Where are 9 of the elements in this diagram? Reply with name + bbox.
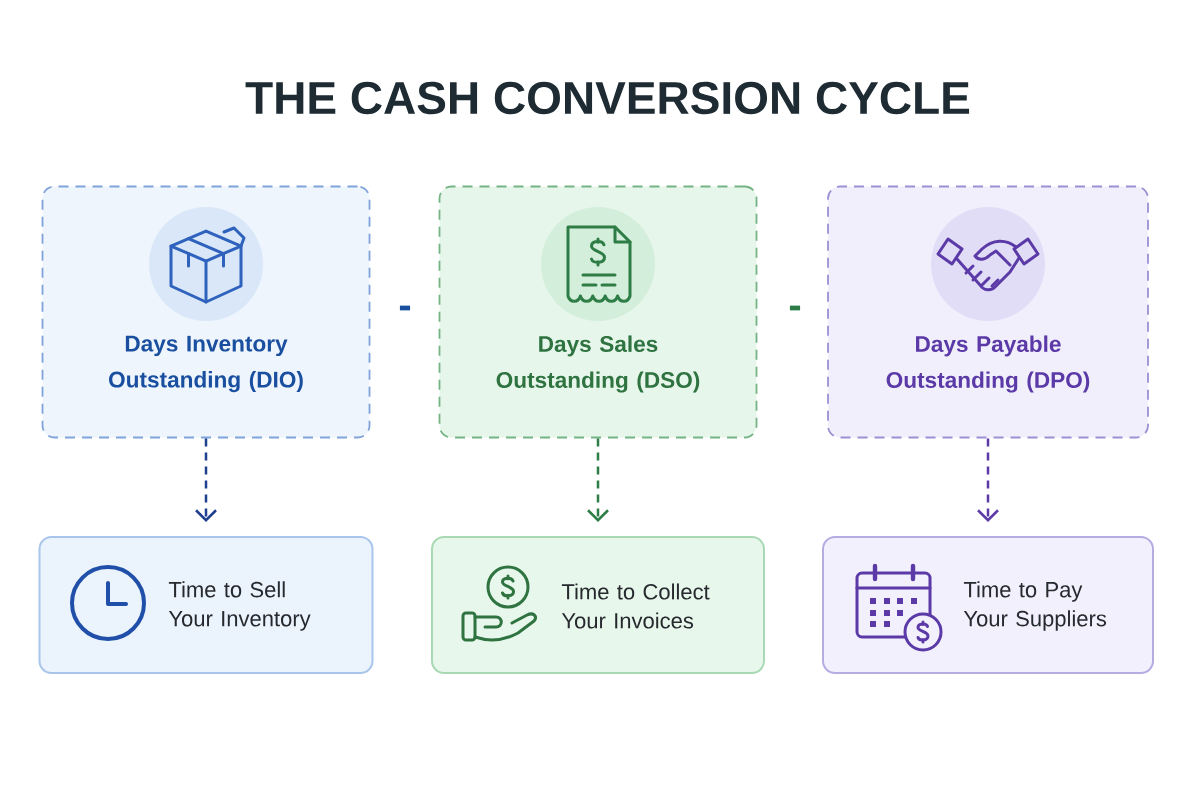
description-card: Time to Sell Your Inventory — [38, 536, 374, 674]
minus-sign: - — [399, 305, 411, 311]
arrow — [587, 438, 609, 522]
title: THE CASH CONVERSION CYCLE — [245, 81, 970, 115]
minus-sign: - — [789, 305, 801, 311]
description-card: Time to Collect Your Invoices — [431, 536, 765, 674]
arrow — [195, 438, 217, 522]
description-card: Time to Pay Your Suppliers — [822, 536, 1154, 674]
arrow — [977, 438, 999, 522]
